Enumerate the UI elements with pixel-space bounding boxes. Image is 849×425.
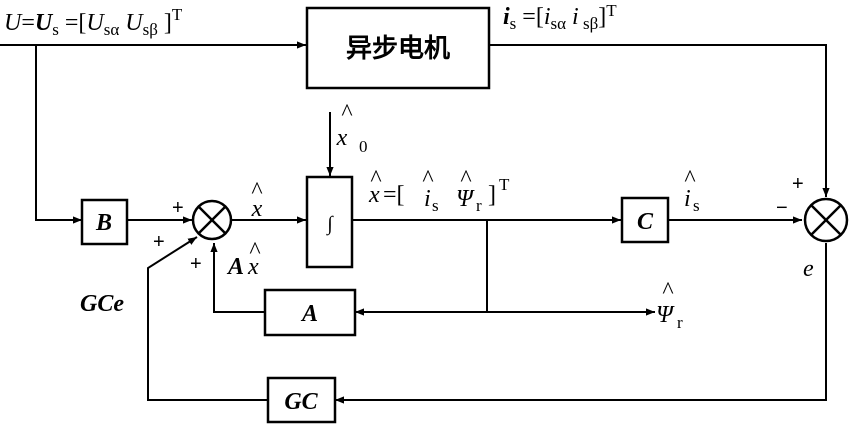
- svg-text:^: ^: [370, 166, 381, 192]
- svg-text:=[: =[: [383, 182, 405, 208]
- svg-text:r: r: [677, 313, 683, 332]
- state-vector-label: ^ x =[ ^ i s ^ Ψ r ] T: [368, 166, 510, 215]
- A-feedback-label: A ^ x: [226, 238, 261, 280]
- svg-text:^: ^: [662, 278, 673, 304]
- svg-text:^: ^: [341, 100, 352, 126]
- A-block: [263, 288, 357, 337]
- motor-block-label: 异步电机: [346, 33, 450, 64]
- svg-text:Ψ: Ψ: [456, 186, 475, 212]
- svg-text:i: i: [424, 186, 431, 212]
- sign-plus-A: +: [190, 253, 202, 275]
- svg-text:^: ^: [249, 238, 260, 264]
- A-block-label: A: [300, 301, 318, 327]
- GCe-label: GCe: [80, 291, 124, 317]
- motor-block: [305, 6, 491, 90]
- svg-text:s: s: [432, 196, 439, 215]
- integrator-symbol: ∫: [325, 213, 334, 236]
- svg-text:is =[isα i sβ]T: is =[isα i sβ]T: [503, 1, 617, 33]
- B-block-label: B: [95, 210, 112, 236]
- sign-plus-top-right: +: [792, 173, 804, 195]
- GC-block-label: GC: [284, 389, 318, 415]
- svg-text:x: x: [336, 125, 348, 151]
- input-signal-label: U=Us =[Usα Usβ ]T: [4, 5, 183, 39]
- wire-GC-to-sum: [147, 236, 268, 401]
- C-block-label: C: [637, 209, 654, 235]
- svg-text:s: s: [693, 196, 700, 215]
- svg-text:]: ]: [488, 182, 496, 208]
- svg-text:T: T: [499, 175, 510, 194]
- svg-text:^: ^: [251, 178, 262, 204]
- sign-minus-right: −: [776, 197, 788, 219]
- estimated-current-label: ^ i s: [684, 166, 700, 215]
- svg-text:x: x: [247, 254, 259, 280]
- svg-text:A: A: [226, 254, 244, 280]
- wire-motor-to-comparator: [488, 44, 830, 197]
- svg-text:r: r: [476, 196, 482, 215]
- svg-text:x: x: [368, 182, 380, 208]
- flux-output-label: ^ Ψ r: [656, 278, 683, 332]
- svg-text:x: x: [251, 196, 263, 222]
- sign-plus-GC: +: [153, 231, 165, 253]
- motor-output-label: is =[isα i sβ]T: [503, 1, 617, 33]
- B-block: [80, 198, 129, 246]
- summing-junction-right: [803, 197, 849, 243]
- svg-text:^: ^: [460, 166, 471, 192]
- svg-text:i: i: [684, 186, 691, 212]
- summing-junction-left: [191, 199, 233, 241]
- sum-output-label: ^ x: [251, 178, 263, 222]
- svg-text:0: 0: [359, 137, 368, 156]
- svg-text:^: ^: [684, 166, 695, 192]
- integrator-block: [305, 175, 354, 269]
- error-label: e: [803, 256, 814, 282]
- C-block: [620, 196, 670, 244]
- sign-plus-B: +: [172, 197, 184, 219]
- wire-A-to-sum: [210, 243, 265, 313]
- svg-text:^: ^: [422, 166, 433, 192]
- GC-block: [266, 376, 337, 424]
- svg-text:U=Us =[Usα Usβ ]T: U=Us =[Usα Usβ ]T: [4, 5, 183, 39]
- svg-text:Ψ: Ψ: [656, 302, 675, 328]
- initial-state-label: ^ x 0: [336, 100, 368, 156]
- wire-input-to-B: [35, 45, 82, 224]
- wire-error-to-GC: [335, 243, 827, 404]
